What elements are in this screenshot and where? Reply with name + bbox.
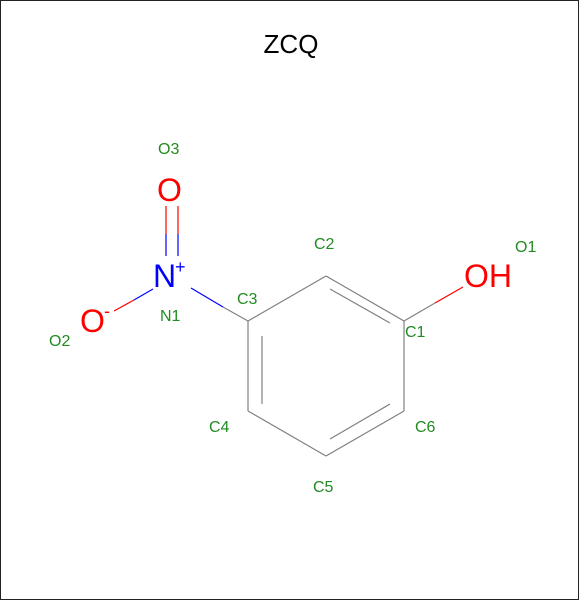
bond-n1-o2-blue: [133, 288, 154, 301]
atom-label-c5: C5: [313, 479, 334, 496]
inner-bond-c2-c1: [329, 288, 391, 324]
atom-labels: C2 C3 C1 C4 C6 C5 N1 O1 O2 O3: [49, 141, 536, 496]
atom-label-c2: C2: [314, 236, 335, 253]
atom-label-c1: C1: [405, 324, 426, 341]
nitrogen-symbol: N: [153, 258, 176, 294]
atom-label-c4: C4: [209, 419, 230, 436]
bond-c6-c5: [325, 410, 405, 457]
atom-label-c6: C6: [415, 419, 436, 436]
bond-c3-n1-gray: [222, 306, 249, 322]
bond-c1-o1-red: [434, 286, 464, 304]
bond-c3-n1-blue: [190, 287, 224, 308]
bond-c5-c4: [247, 410, 327, 457]
oxygen-left-symbol: O: [80, 303, 105, 339]
bond-c3-c2: [247, 275, 327, 322]
diagram-title: ZCQ: [264, 29, 319, 59]
ring-bonds: [247, 275, 405, 457]
bond-c2-c1: [325, 275, 405, 322]
atom-label-o1: O1: [515, 239, 536, 256]
atom-label-n1: N1: [160, 308, 181, 325]
nitrogen-charge: +: [175, 257, 186, 277]
bond-c1-o1-gray: [403, 302, 436, 322]
molecule-diagram: ZCQ OH N + O O: [49, 29, 536, 496]
bond-n1-o2-red: [113, 299, 135, 312]
atom-label-o3: O3: [158, 141, 179, 158]
inner-bond-c6-c5: [329, 403, 391, 440]
atom-label-o2: O2: [49, 333, 70, 350]
oxygen-left-charge: -: [104, 301, 110, 321]
oxygen-top-symbol: O: [157, 172, 182, 208]
hydroxyl-symbol: OH: [464, 258, 512, 294]
atom-label-c3: C3: [237, 291, 258, 308]
